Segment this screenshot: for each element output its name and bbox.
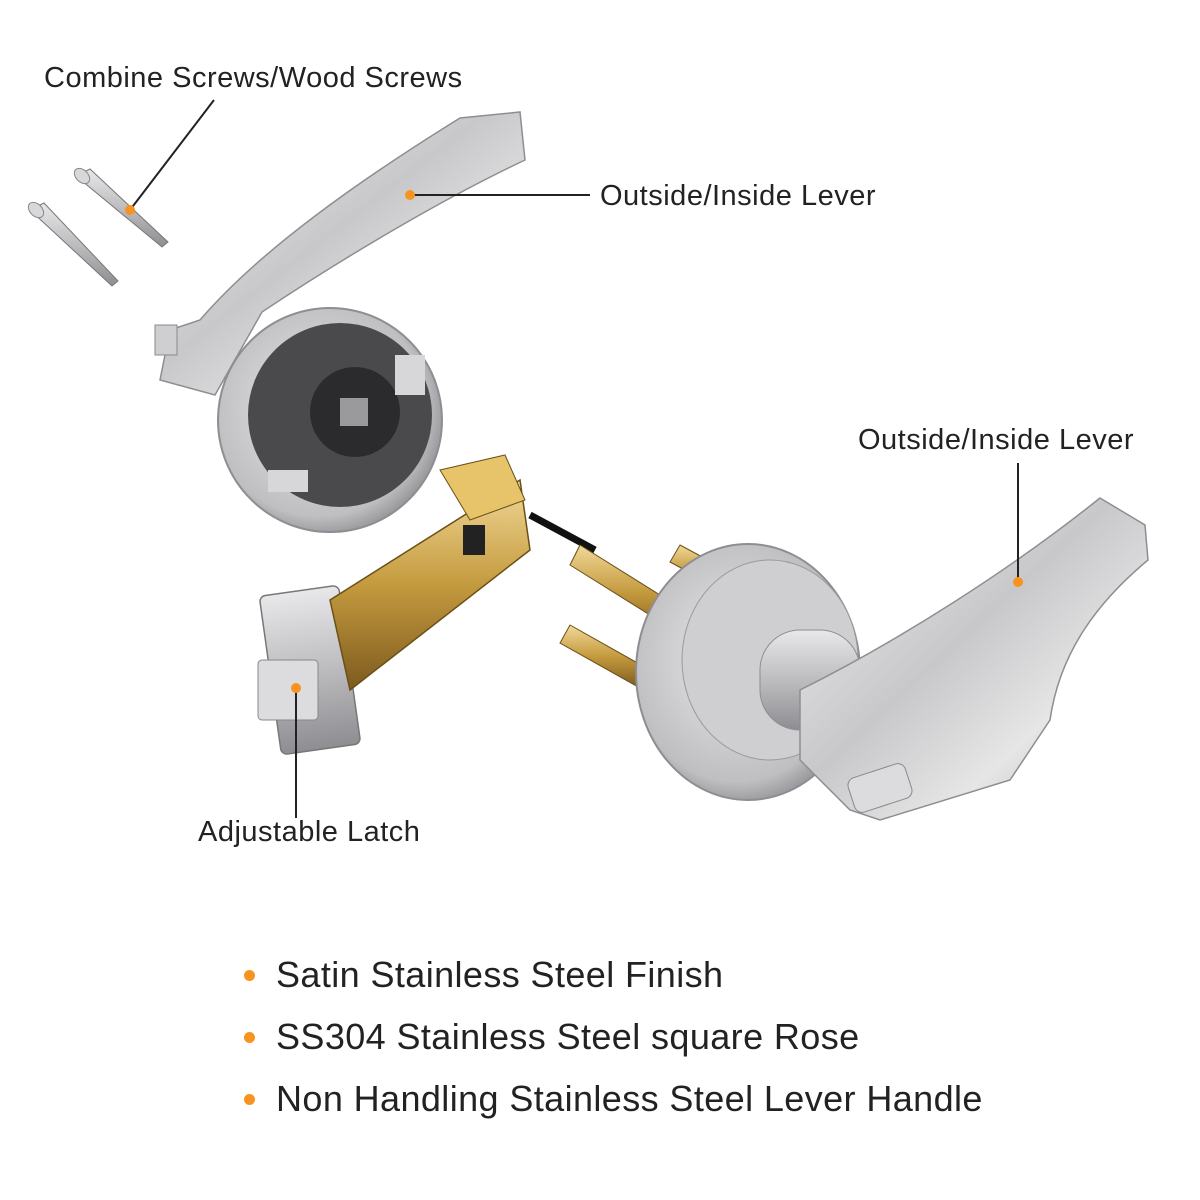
wood-screw-right: [73, 167, 169, 248]
top-lever-handle: [154, 111, 526, 396]
wood-screw-left: [27, 201, 119, 287]
top-lever-label: Outside/Inside Lever: [600, 180, 876, 212]
feature-text: Satin Stainless Steel Finish: [276, 954, 724, 995]
callout-leaders: [129, 99, 1019, 818]
latch-assembly: [257, 454, 597, 755]
latch-label: Adjustable Latch: [198, 816, 421, 848]
bullet-icon: [244, 1032, 255, 1043]
right-lever-label: Outside/Inside Lever: [858, 424, 1134, 456]
callout-dots: [125, 190, 1023, 693]
feature-text: SS304 Stainless Steel square Rose: [276, 1016, 860, 1057]
feature-text: Non Handling Stainless Steel Lever Handl…: [276, 1078, 983, 1119]
right-lever-handle: [799, 497, 1149, 821]
bullet-icon: [244, 970, 255, 981]
feature-list: Satin Stainless Steel Finish SS304 Stain…: [244, 950, 983, 1136]
bullet-icon: [244, 1094, 255, 1105]
feature-item: SS304 Stainless Steel square Rose: [244, 1012, 983, 1074]
feature-item: Non Handling Stainless Steel Lever Handl…: [244, 1074, 983, 1136]
top-rose: [217, 307, 443, 533]
feature-item: Satin Stainless Steel Finish: [244, 950, 983, 1012]
screws-label: Combine Screws/Wood Screws: [44, 62, 463, 94]
